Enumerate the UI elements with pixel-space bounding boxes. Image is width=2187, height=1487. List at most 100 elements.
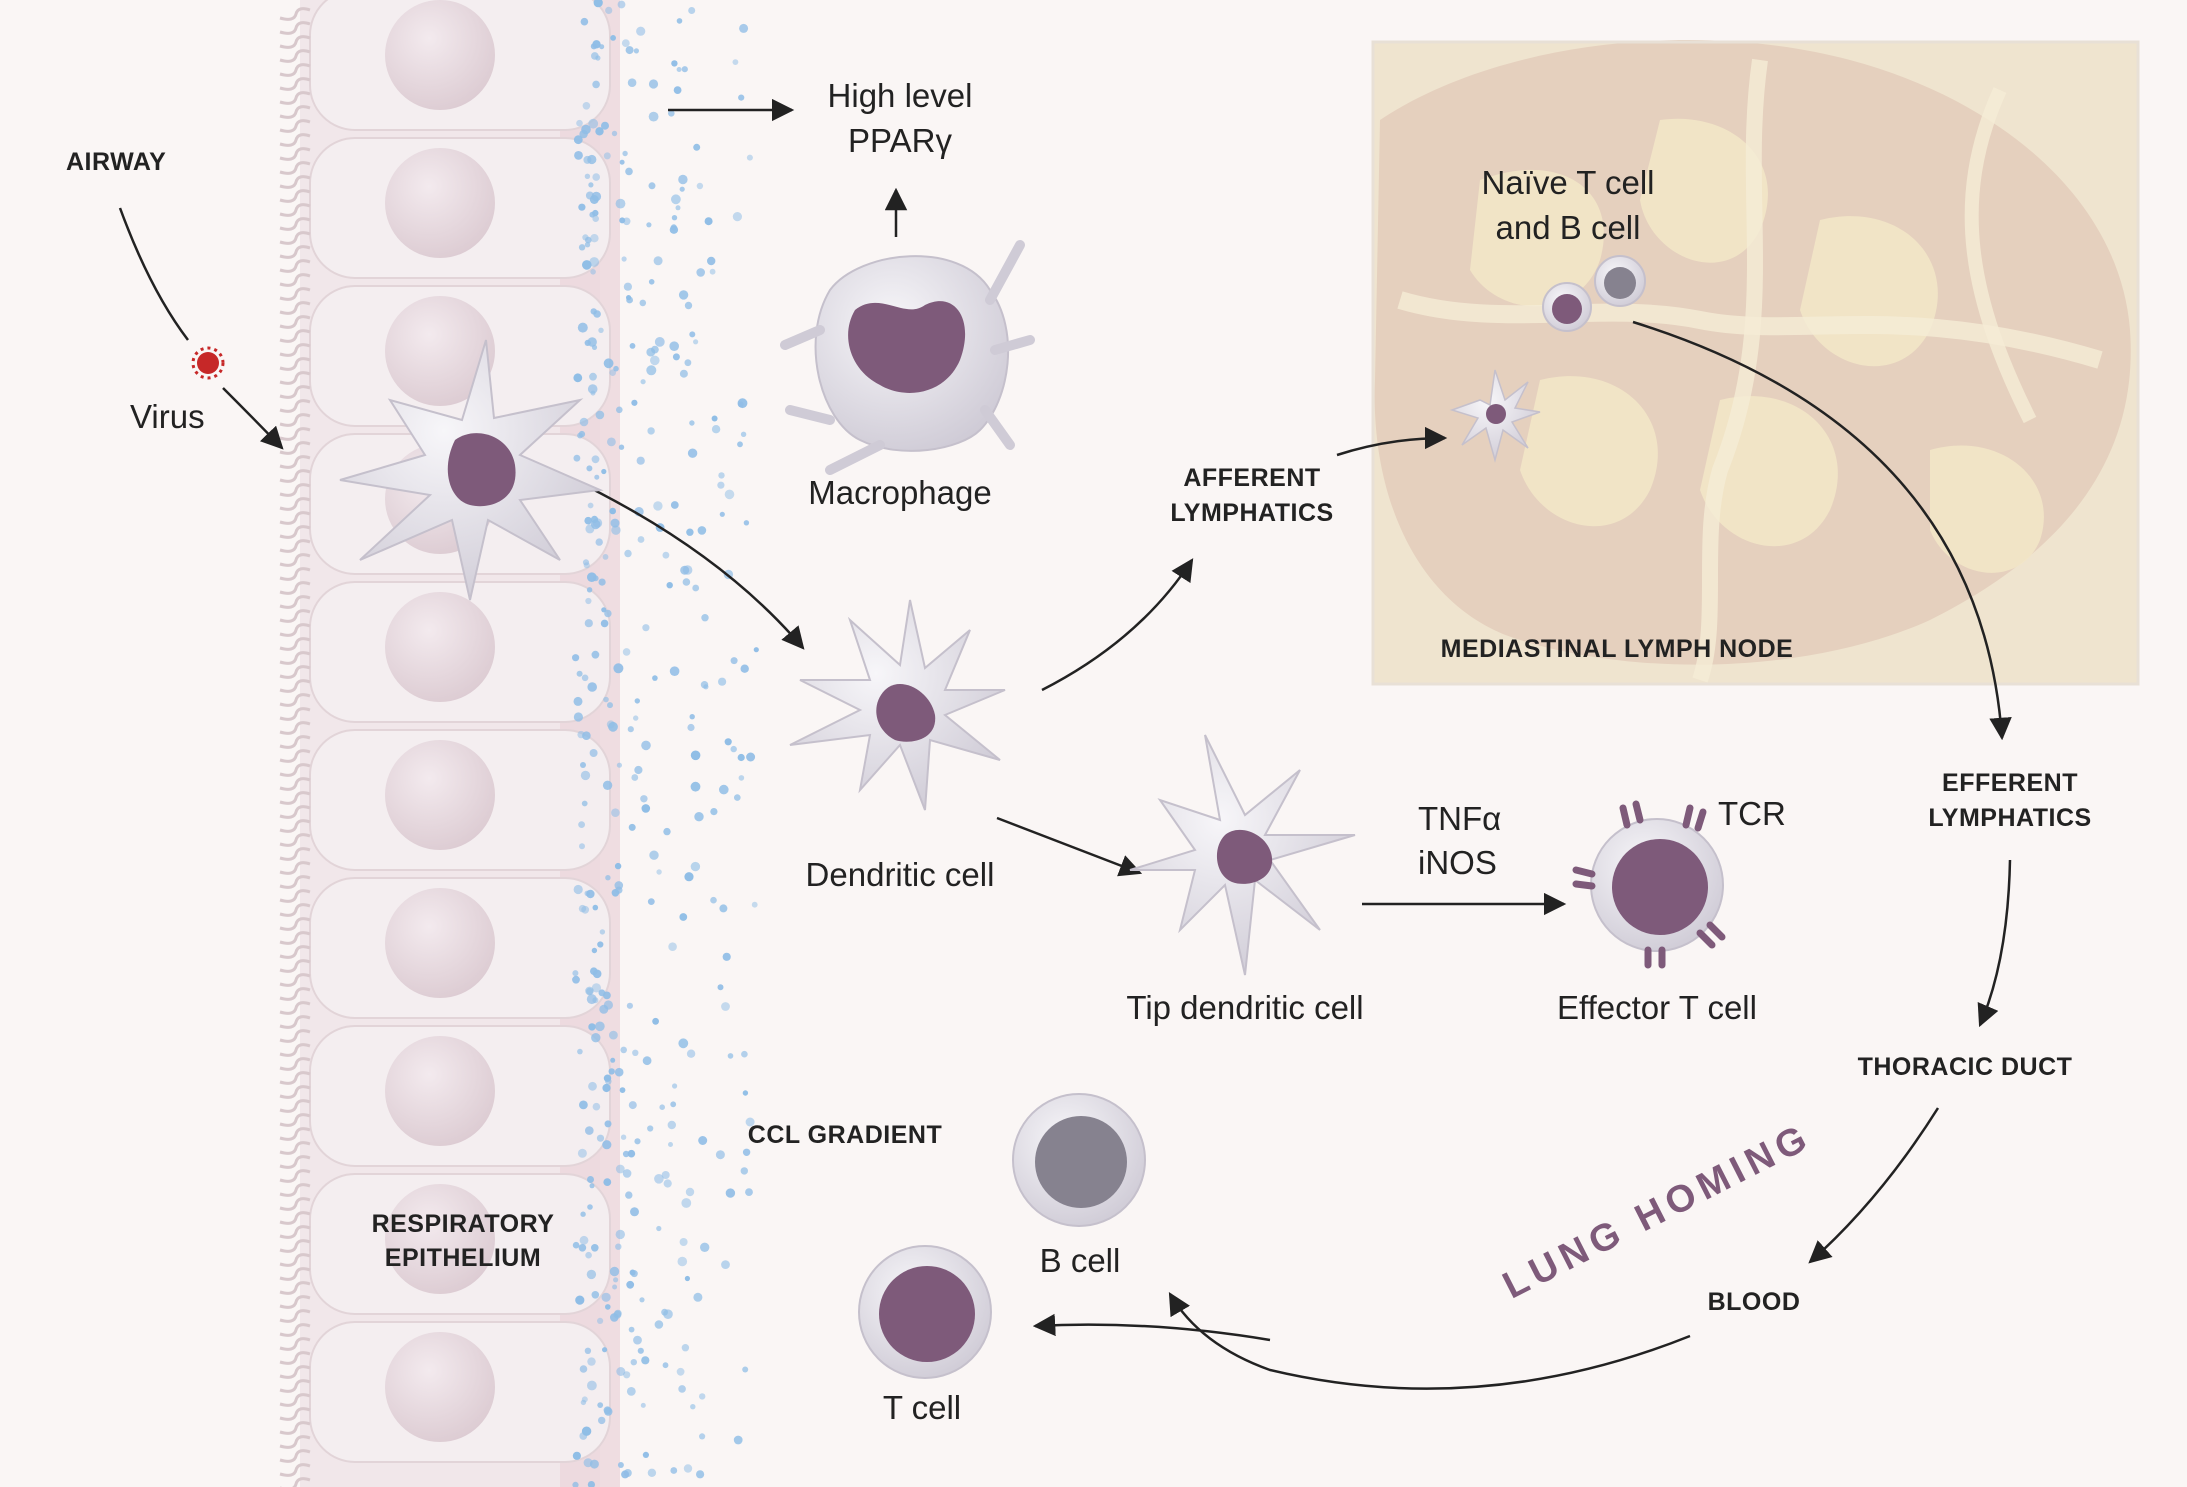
signal-dot [639,299,647,307]
signal-dot [641,740,651,751]
signal-dot [602,1083,611,1093]
signal-dot [687,723,695,732]
signal-dot [591,947,598,954]
signal-dot [619,217,626,224]
signal-dot [740,1167,748,1175]
signal-dot [603,1406,612,1415]
signal-dot [696,182,704,190]
cilium [279,1295,311,1309]
signal-dot [653,501,663,511]
cilium [279,399,311,413]
signal-dot [646,222,652,228]
signal-dot [646,347,656,357]
signal-dot [656,869,662,875]
signal-dot [584,516,592,525]
signal-dot [622,648,631,656]
signal-dot [678,1038,689,1049]
signal-dot [605,875,611,881]
cilium [279,483,311,497]
signal-dot [587,1357,596,1366]
signal-dot [633,1335,642,1345]
signal-dot [622,150,628,157]
cilium [279,763,311,777]
signal-dot [577,1048,583,1055]
signal-dot [725,1188,736,1198]
signal-dot [652,1017,659,1025]
signal-dot [633,48,640,54]
cilium [279,259,311,273]
signal-dot [580,1211,586,1217]
signal-dot [681,1198,692,1208]
signal-dot [627,1149,636,1158]
signal-dot [588,1081,597,1091]
cilium [279,217,311,231]
signal-dot [592,1102,601,1111]
signal-dot [624,549,632,558]
cilium [279,945,311,959]
signal-dot [601,607,607,613]
signal-dot [602,1347,608,1353]
signal-dot [572,1481,579,1487]
cilium [279,749,311,763]
tcr-receptors [1572,800,1726,969]
signal-dot [613,1277,619,1283]
signal-dot [589,1183,595,1189]
signal-dot [733,1435,743,1445]
cilium [279,133,311,147]
signal-dot [596,1134,605,1142]
signal-dot [592,904,599,911]
signal-dot [721,1002,730,1011]
cilium [279,1029,311,1043]
virus-label: Virus [130,398,205,435]
signal-dot [585,191,594,200]
signal-dot [690,781,701,792]
signal-dot [722,952,731,961]
effector-t-cell [1572,800,1726,969]
t-cell [858,1245,992,1379]
cilium [279,1015,311,1029]
signal-dot [672,1083,678,1089]
signal-dot [641,1356,650,1365]
signal-dot [685,1187,695,1197]
signal-dot [609,1266,620,1277]
signal-dot [615,1243,622,1250]
signal-dot [689,420,695,426]
signal-dot [588,1023,596,1031]
cilium [279,469,311,483]
signal-dot [663,1309,673,1319]
signal-dot [642,1056,652,1066]
cilium [279,1379,311,1393]
signal-dot [647,1468,657,1478]
signal-dot [630,1207,639,1217]
signal-dot [698,1136,708,1145]
signal-dot [589,257,600,267]
signal-dot [681,1344,690,1352]
signal-dot [614,1309,622,1318]
signal-dot [597,941,604,948]
signal-dot [612,1284,618,1290]
cilium [279,511,311,525]
signal-dot [742,1366,749,1373]
ccl-gradient-label: CCL GRADIENT [747,1121,943,1149]
epithelial-nucleus [385,0,495,110]
signal-dot [634,698,640,704]
cilium [279,287,311,301]
signal-dot [669,341,679,352]
signal-dot [734,794,741,801]
cilium [279,21,311,35]
signal-dot [647,898,655,905]
cilium [279,889,311,903]
signal-dot [741,1050,748,1058]
node-dendritic-cell [1449,369,1541,463]
signal-dot [623,282,633,291]
signal-dot [730,657,738,665]
signal-dot [605,1304,611,1310]
signal-dot [599,929,606,935]
signal-dot [584,1347,592,1355]
signal-dot [591,983,602,993]
signal-dot [732,59,739,65]
signal-dot [653,256,663,266]
signal-dot [590,269,596,275]
cilium [279,441,311,455]
signal-dot [591,1244,599,1252]
